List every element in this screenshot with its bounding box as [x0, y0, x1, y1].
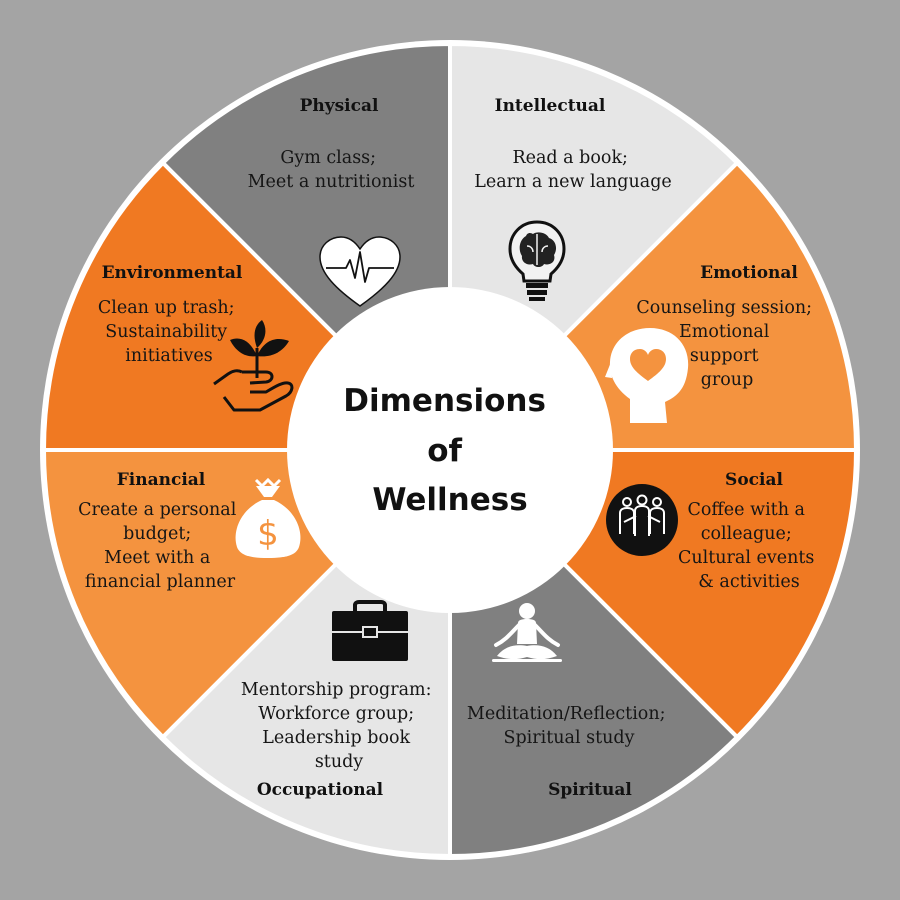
segment-body-environmental: Clean up trash; Sustainability initiativ…	[98, 298, 240, 366]
body-line: Leadership book	[262, 728, 410, 748]
body-line: support	[690, 346, 759, 366]
segment-body-financial: Create a personal budget; Meet with a fi…	[78, 500, 242, 592]
segment-title-social: Social	[725, 470, 783, 490]
head-heart-icon	[605, 328, 689, 423]
segment-body-emotional: Counseling session; Emotional support gr…	[636, 298, 817, 390]
brain-bulb-icon	[508, 220, 566, 301]
segment-title-physical: Physical	[300, 96, 379, 116]
body-line: Coffee with a	[687, 500, 805, 520]
body-line: Emotional	[679, 322, 770, 342]
body-line: Counseling session;	[636, 298, 812, 318]
segment-title-spiritual: Spiritual	[548, 780, 632, 800]
segment-body-spiritual: Meditation/Reflection; Spiritual study	[467, 704, 671, 748]
body-line: Meet a nutritionist	[248, 172, 415, 192]
body-line: study	[315, 752, 363, 772]
body-line: Meet with a	[104, 548, 210, 568]
meditation-icon	[492, 603, 562, 662]
body-line: Cultural events	[678, 548, 814, 568]
briefcase-icon	[332, 600, 408, 661]
segment-title-emotional: Emotional	[700, 263, 798, 283]
segment-title-occupational: Occupational	[257, 780, 384, 800]
body-line: budget;	[123, 524, 191, 544]
body-line: Mentorship program:	[241, 680, 432, 700]
center-title-line: of	[427, 433, 462, 469]
body-line: Workforce group;	[258, 704, 414, 724]
segment-title-environmental: Environmental	[102, 263, 243, 283]
body-line: Sustainability	[105, 322, 227, 342]
body-line: Clean up trash;	[98, 298, 235, 318]
segment-title-financial: Financial	[117, 470, 206, 490]
dollar-glyph: $	[257, 514, 279, 554]
body-line: colleague;	[701, 524, 792, 544]
body-line: group	[701, 370, 754, 390]
body-line: Read a book;	[512, 148, 628, 168]
center-title-line: Dimensions	[343, 383, 546, 419]
money-bag-icon: $	[235, 477, 301, 558]
segment-body-social: Coffee with a colleague; Cultural events…	[678, 500, 820, 592]
segment-body-intellectual: Read a book; Learn a new language	[474, 148, 672, 192]
segment-body-physical: Gym class; Meet a nutritionist	[248, 148, 415, 192]
center-title-line: Wellness	[372, 482, 527, 518]
heart-pulse-icon	[319, 236, 401, 307]
body-line: financial planner	[85, 572, 236, 592]
segment-title-intellectual: Intellectual	[495, 96, 606, 116]
segment-body-occupational: Mentorship program: Workforce group; Lea…	[241, 680, 437, 772]
body-line: Meditation/Reflection;	[467, 704, 666, 724]
center-circle	[287, 287, 613, 613]
body-line: Gym class;	[280, 148, 376, 168]
body-line: initiatives	[125, 346, 212, 366]
body-line: & activities	[698, 572, 799, 592]
body-line: Spiritual study	[503, 728, 634, 748]
body-line: Create a personal	[78, 500, 237, 520]
center-title: Dimensions of Wellness	[343, 383, 556, 518]
people-group-icon	[606, 484, 678, 556]
body-line: Learn a new language	[474, 172, 672, 192]
hand-plant-icon	[213, 320, 294, 412]
